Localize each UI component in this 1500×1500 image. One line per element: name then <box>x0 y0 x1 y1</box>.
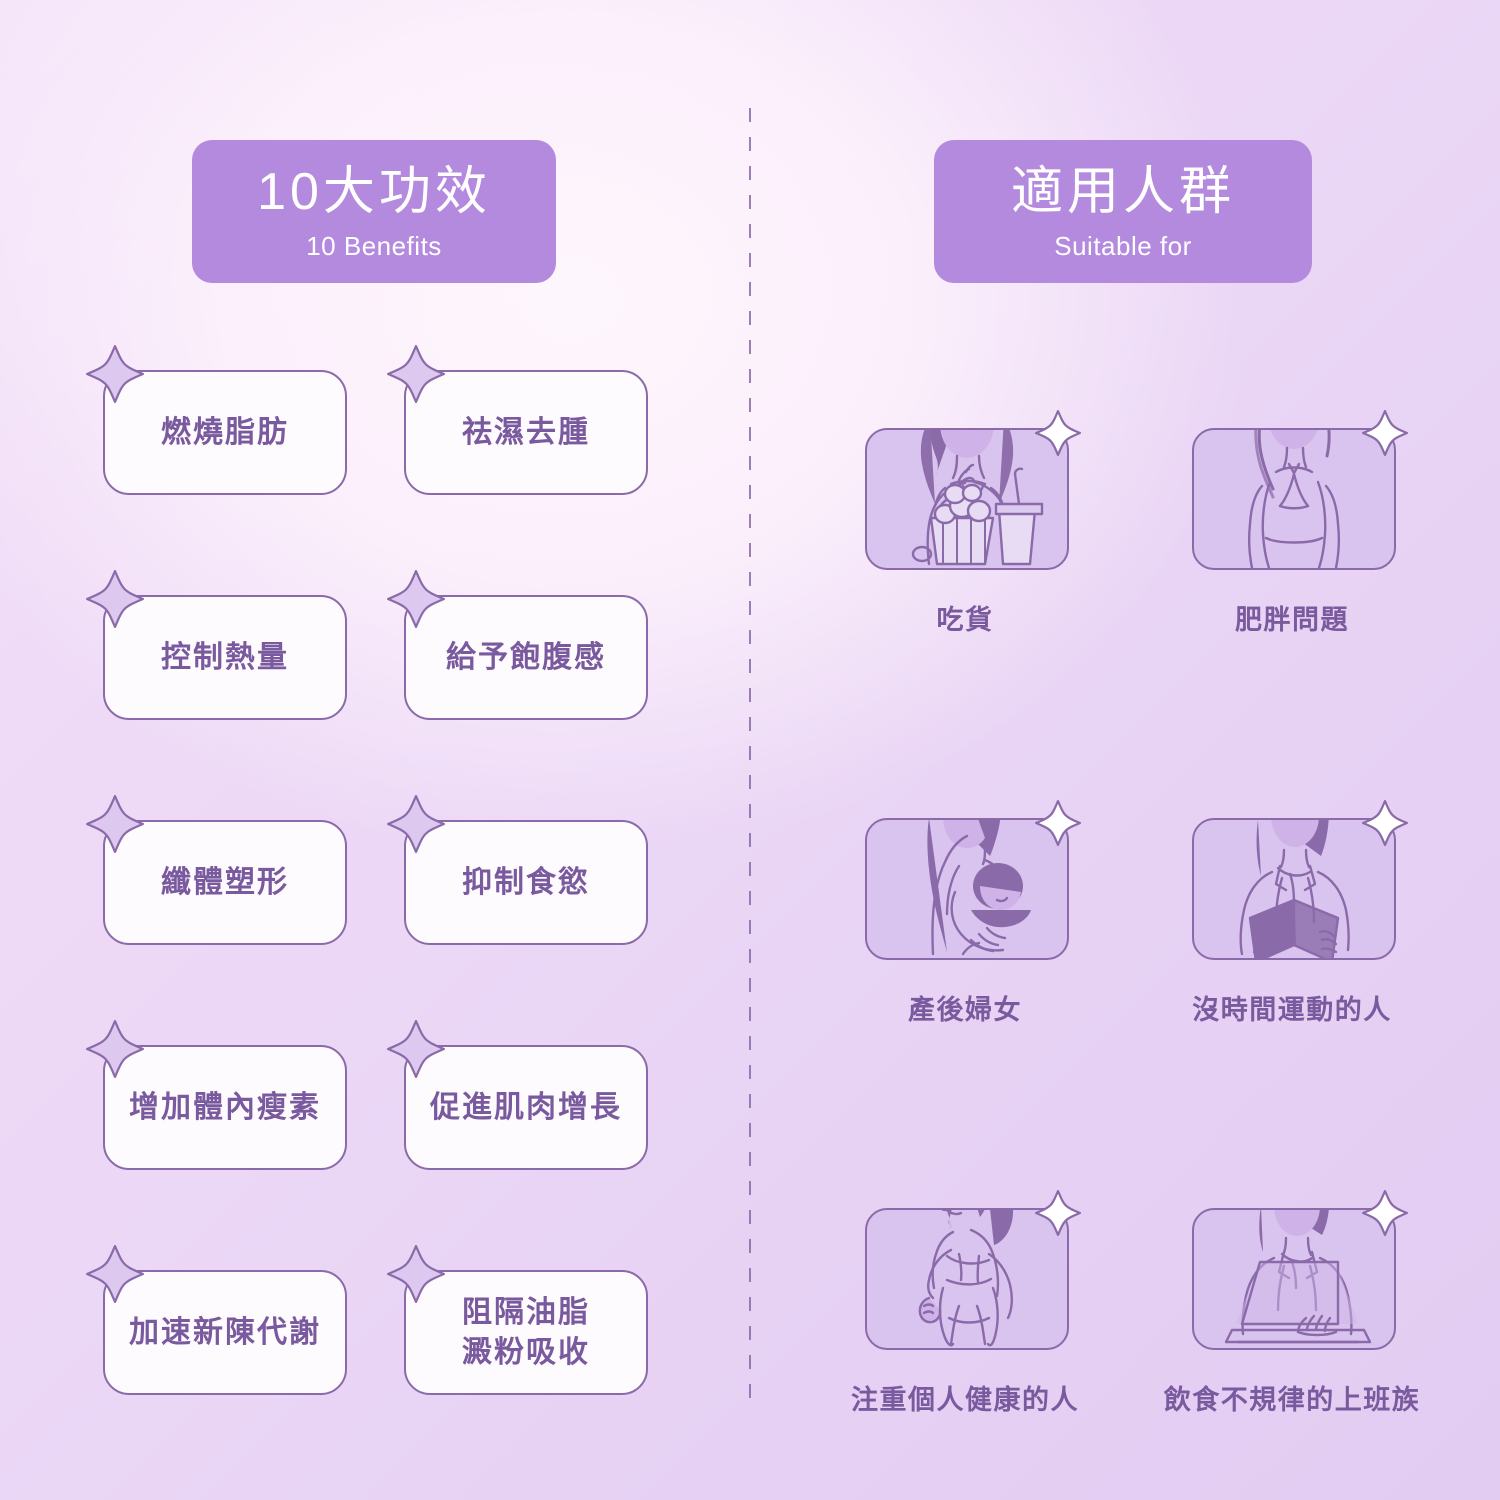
benefit-pill[interactable]: 抑制食慾 <box>404 820 648 945</box>
audience-item[interactable]: 肥胖問題 <box>1192 410 1408 637</box>
right-title-cn: 適用人群 <box>1010 162 1235 221</box>
audience-label: 吃貨 <box>936 605 994 635</box>
woman-body-shape-icon <box>1194 430 1394 568</box>
mother-breastfeeding-baby-icon <box>867 820 1067 958</box>
audience-label: 沒時間運動的人 <box>1192 995 1392 1025</box>
benefit-label: 祛濕去腫 <box>462 415 590 449</box>
audience-item[interactable]: 注重個人健康的人 <box>851 1190 1081 1417</box>
benefit-pill[interactable]: 祛濕去腫 <box>404 370 648 495</box>
audience-item[interactable]: 吃貨 <box>865 410 1081 637</box>
audience-illustration-card <box>865 818 1069 960</box>
benefit-label: 燃燒脂肪 <box>161 415 289 449</box>
audience-label: 注重個人健康的人 <box>851 1385 1079 1415</box>
audience-label: 飲食不規律的上班族 <box>1163 1385 1421 1415</box>
benefit-pill[interactable]: 控制熱量 <box>103 595 347 720</box>
benefit-label: 阻隔油脂 澱粉吸收 <box>462 1295 590 1369</box>
woman-jogging-icon <box>867 1210 1067 1348</box>
audience-illustration-card <box>865 1208 1069 1350</box>
benefit-pill[interactable]: 燃燒脂肪 <box>103 370 347 495</box>
right-title-en: Suitable for <box>1054 231 1192 262</box>
audience-illustration-card <box>1192 1208 1396 1350</box>
audience-item[interactable]: 飲食不規律的上班族 <box>1164 1190 1419 1417</box>
vertical-dashed-divider <box>749 108 751 1398</box>
businesswoman-reading-book-icon <box>1194 820 1394 958</box>
benefit-label: 給予飽腹感 <box>446 640 606 674</box>
audience-illustration-card <box>1192 428 1396 570</box>
benefit-label: 促進肌肉增長 <box>430 1090 622 1124</box>
benefit-label: 纖體塑形 <box>161 865 289 899</box>
audience-illustration-card <box>1192 818 1396 960</box>
audience-label: 產後婦女 <box>908 995 1022 1025</box>
benefit-label: 抑制食慾 <box>462 865 590 899</box>
audience-illustration-card <box>865 428 1069 570</box>
benefit-pill[interactable]: 增加體內瘦素 <box>103 1045 347 1170</box>
benefit-pill[interactable]: 加速新陳代謝 <box>103 1270 347 1395</box>
benefit-pill[interactable]: 纖體塑形 <box>103 820 347 945</box>
audience-label: 肥胖問題 <box>1235 605 1349 635</box>
benefit-label: 增加體內瘦素 <box>129 1090 321 1124</box>
woman-eating-popcorn-icon <box>867 430 1067 568</box>
left-section-header: 10大功效 10 Benefits <box>192 140 556 283</box>
left-title-en: 10 Benefits <box>306 231 442 262</box>
benefit-pill[interactable]: 促進肌肉增長 <box>404 1045 648 1170</box>
audience-item[interactable]: 產後婦女 <box>865 800 1081 1027</box>
benefit-pill[interactable]: 給予飽腹感 <box>404 595 648 720</box>
benefit-pill[interactable]: 阻隔油脂 澱粉吸收 <box>404 1270 648 1395</box>
woman-at-laptop-icon <box>1194 1210 1394 1348</box>
audience-item[interactable]: 沒時間運動的人 <box>1192 800 1408 1027</box>
left-title-cn: 10大功效 <box>257 162 491 221</box>
benefit-label: 控制熱量 <box>161 640 289 674</box>
right-section-header: 適用人群 Suitable for <box>934 140 1312 283</box>
benefit-label: 加速新陳代謝 <box>129 1315 321 1349</box>
